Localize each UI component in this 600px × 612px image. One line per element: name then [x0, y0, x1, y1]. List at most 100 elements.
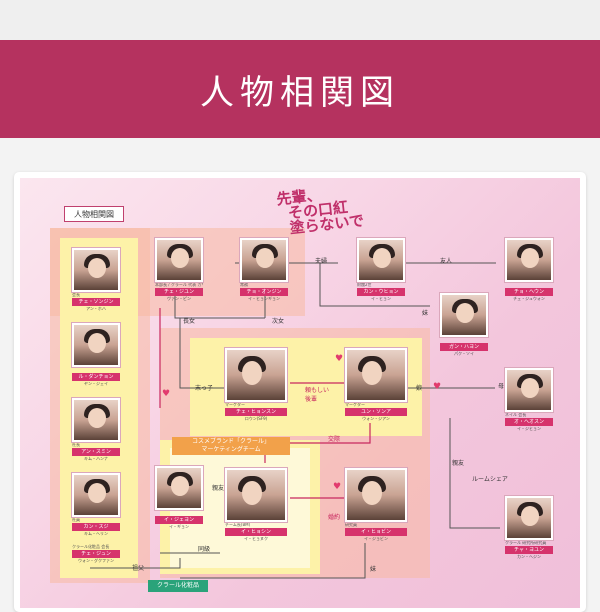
top-bar [0, 0, 600, 40]
person-actor: キム・ヘリン [84, 531, 108, 536]
person-card: イ・ジェヨン イ・ギョン [155, 466, 203, 530]
spacer [0, 138, 600, 172]
chart-label: 人物相関図 [64, 206, 124, 222]
person-name: オ・ヘオスン [505, 418, 553, 426]
person-name: ガン・ハヨン [440, 343, 488, 351]
person-card: クラール化粧品 会長 チェ・ジュン ウォン・グクファン [72, 544, 120, 564]
portrait [357, 238, 405, 282]
person-card: ネイル 会長 オ・ヘオスン イ・ジヒョン [505, 368, 553, 432]
portrait [155, 466, 203, 510]
person-actor: チェ・ジュウォン [513, 296, 545, 301]
person-card-main: 研究員 イ・ヒョビン イ・ジョビン [345, 468, 407, 542]
person-role: 社員 [72, 517, 80, 522]
person-card: 会長 チェ・ソンジン アン・ホハ [72, 248, 120, 312]
person-role: 財閥2世 [357, 282, 372, 287]
person-actor: イ・ヒョヌク [244, 536, 268, 541]
person-card: 社員 カン・スジ キム・ヘリン [72, 473, 120, 537]
rel-kyoukai: 婚約 [328, 514, 341, 521]
person-card: 常務 チョ・オンジン イ・ヒョンギョン [240, 238, 288, 302]
portrait [240, 238, 288, 282]
person-role: クラール 研究所研究員 [505, 540, 547, 545]
person-actor: ロウン(SF9) [244, 416, 268, 421]
line-sueko [179, 318, 225, 389]
rel-doukyu: 同級 [198, 546, 211, 553]
person-role: 社長 [72, 442, 80, 447]
person-name: チェ・ヒョンスン [225, 408, 287, 416]
person-name: アン・スミン [72, 448, 120, 456]
rel-roomshare: ルームシェア [472, 476, 508, 483]
portrait [345, 468, 407, 522]
person-role: マーケター [345, 402, 365, 407]
person-card: 社長 アン・スミン キム・ハンナ [72, 398, 120, 462]
person-actor: ヤン・ジェイ [84, 381, 108, 386]
person-role: 本部長 / クラール 代表 カサバ [155, 282, 203, 287]
person-actor: イ・ジヒョン [517, 426, 541, 431]
org-tag-line-2: マーケティングチーム [201, 446, 261, 453]
person-name: チョ・ヘウン [505, 288, 553, 296]
line-sofu [90, 558, 181, 569]
person-actor: イ・ヒョン [371, 296, 391, 301]
person-card: ル・ダンチョン ヤン・ジェイ [72, 323, 120, 387]
company-tag: クラール化粧品 [148, 580, 208, 592]
portrait [505, 368, 553, 412]
person-actor: キム・ハンナ [84, 456, 108, 461]
rel-haha: 母 [498, 383, 505, 390]
person-card-main: マーケター ユン・ソンア ウォン・ジアン [345, 348, 407, 422]
person-card: ガン・ハヨン パク・ソイ [440, 293, 488, 357]
rel-musume: 娘 [416, 385, 423, 392]
portrait [345, 348, 407, 402]
portrait [155, 238, 203, 282]
portrait [505, 238, 553, 282]
person-name: イ・ヒョビン [345, 528, 407, 536]
rel-imouto: 妹 [422, 310, 429, 317]
person-actor: イ・ギョン [169, 524, 189, 529]
person-card: 本部長 / クラール 代表 カサバ チェ・ジユン ヴァン・ピン [155, 238, 203, 302]
rel-jijo: 次女 [272, 318, 285, 325]
marketing-team-tag: コスメブランド「クラール」 マーケティングチーム [172, 437, 290, 455]
line-imouto2 [180, 543, 366, 579]
rel-yuujin: 友人 [440, 258, 453, 265]
relationship-chart: 人物相関図 先輩、 その口紅 塗らないで [20, 178, 580, 608]
banner-title: 人物相関図 [200, 72, 400, 113]
person-actor: ウォン・グクファン [78, 558, 114, 563]
portrait [225, 348, 287, 402]
person-role: マーケター [225, 402, 245, 407]
rel-sofu: 祖父 [132, 565, 145, 572]
title-banner: 人物相関図 [0, 40, 600, 138]
heart-icon: ♥ [335, 354, 344, 364]
person-role: ネイル 会長 [505, 412, 527, 417]
person-card-main: マーケター チェ・ヒョンスン ロウン(SF9) [225, 348, 287, 422]
person-actor: カン・ヘジン [517, 554, 541, 559]
portrait [72, 398, 120, 442]
person-name: カン・ウヒョン [357, 288, 405, 296]
person-name: チョ・オンジン [240, 288, 288, 296]
person-name: チャ・ヨユン [505, 546, 553, 554]
rel-koukan: 交際 [328, 436, 341, 443]
person-actor: イ・ジョビン [364, 536, 388, 541]
person-card-main: チーム長(BM) イ・ヒョシン イ・ヒョヌク [225, 468, 287, 542]
portrait [440, 293, 488, 337]
person-name: ユン・ソンア [345, 408, 407, 416]
person-name: カン・スジ [72, 523, 120, 531]
person-actor: パク・ソイ [454, 351, 474, 356]
line-chojo [174, 288, 265, 319]
rel-shinyu2: 親友 [452, 460, 465, 467]
heart-icon: ♥ [333, 482, 342, 492]
person-name: チェ・ジュン [72, 550, 120, 558]
person-name: ル・ダンチョン [72, 373, 120, 381]
person-name: イ・ジェヨン [155, 516, 203, 524]
person-role: 研究員 [345, 522, 357, 527]
heart-icon: ♥ [433, 382, 442, 392]
person-role: チーム長(BM) [225, 522, 251, 527]
person-actor: ヴァン・ピン [167, 296, 191, 301]
rel-shinyu: 親友 [212, 485, 225, 492]
line-roomshare [449, 418, 500, 529]
org-tag-line-1: コスメブランド「クラール」 [191, 438, 270, 445]
portrait [72, 248, 120, 292]
portrait [72, 473, 120, 517]
line-imouto [319, 263, 430, 307]
person-actor: ウォン・ジアン [362, 416, 390, 421]
rel-imouto2: 妹 [370, 566, 377, 573]
rel-chojo: 長女 [183, 318, 196, 325]
person-role: 常務 [240, 282, 248, 287]
